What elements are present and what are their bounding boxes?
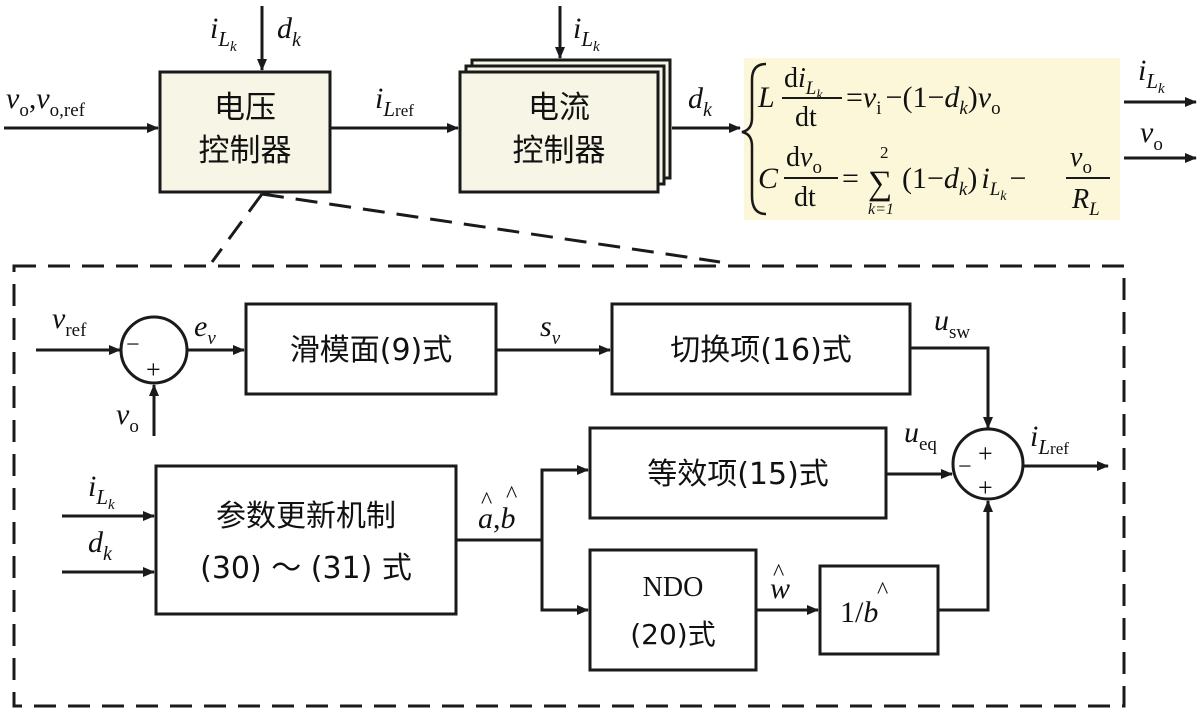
ev-label: ev xyxy=(194,310,216,349)
vref-label: vref xyxy=(52,302,87,341)
usw-label: usw xyxy=(934,304,970,343)
bhat-hat-mark: ^ xyxy=(506,482,517,508)
parameter-update-block xyxy=(154,464,458,616)
svg-text:C: C xyxy=(758,162,779,195)
param-dk-label: dk xyxy=(88,526,113,565)
current-ctrl-ilk-label: iLk xyxy=(573,12,600,55)
equivalent-term-label: 等效项(15)式 xyxy=(647,457,829,492)
ahat-hat-mark: ^ xyxy=(481,488,492,514)
output-summing-junction xyxy=(951,427,1025,501)
voltage-ctrl-dk-label: dk xyxy=(277,12,302,51)
svg-text:2: 2 xyxy=(880,143,889,162)
plant-equations-brace xyxy=(741,62,767,216)
sliding-surface-label: 滑模面(9)式 xyxy=(290,333,453,368)
parameter-update-line1: 参数更新机制 xyxy=(216,499,396,534)
svg-text:L: L xyxy=(757,81,775,114)
plant-equation-1: L diLk dt =vi−(1−dk)vo xyxy=(757,63,1001,133)
error-summing-junction xyxy=(119,315,189,385)
ndo-line1: NDO xyxy=(643,572,704,603)
voltage-controller-detail-frame xyxy=(12,264,1126,708)
voltage-ctrl-ilk-label: iLk xyxy=(210,12,237,55)
ndo-block xyxy=(588,548,758,672)
svg-text:dt: dt xyxy=(795,102,817,133)
param-ilk-label: iLk xyxy=(88,470,115,513)
svg-text:diLk: diLk xyxy=(784,63,823,103)
arrow-inverse-b-to-summer xyxy=(939,500,993,612)
summer1-minus-sign: − xyxy=(126,332,140,358)
what-label: w xyxy=(770,572,790,605)
arrow-branch-to-equivalent-term xyxy=(540,465,589,540)
svg-text:dvo: dvo xyxy=(786,142,822,178)
summer2-top-plus: + xyxy=(978,439,993,468)
svg-text:=vi−(1−dk)vo: =vi−(1−dk)vo xyxy=(846,81,1001,119)
svg-text:=: = xyxy=(842,162,859,195)
inverse-bhat-label: 1/b xyxy=(840,596,878,629)
inverse-bhat-block xyxy=(818,564,940,656)
svg-text:∑: ∑ xyxy=(868,165,892,202)
switching-term-label: 切换项(16)式 xyxy=(670,333,852,368)
ndo-line2: (20)式 xyxy=(630,618,715,651)
voltage-controller-line2: 控制器 xyxy=(199,133,292,169)
iLref-output-label: iLref xyxy=(1030,420,1069,459)
voltage-controller-line1: 电压 xyxy=(214,90,276,126)
zoom-line-right xyxy=(261,192,721,264)
parameter-update-line2: (30) ～ (31) 式 xyxy=(200,551,412,586)
svg-text:k=1: k=1 xyxy=(868,201,894,218)
svg-text:dt: dt xyxy=(794,182,816,213)
svg-text:vo: vo xyxy=(1070,142,1092,178)
arrow-branch-to-ndo xyxy=(540,540,589,615)
ueq-label: ueq xyxy=(904,416,937,455)
current-controller-line1: 电流 xyxy=(528,90,590,126)
output-vo-label: vo xyxy=(1140,116,1163,155)
plant-equation-2: C dvo dt = 2 ∑ k=1 (1−dk)iLk− vo RL xyxy=(758,142,1110,220)
equivalent-term-block xyxy=(588,426,888,520)
voltage-controller-block xyxy=(158,70,332,194)
sliding-surface-block xyxy=(244,302,498,396)
svg-text:RL: RL xyxy=(1071,184,1100,220)
current-controller-line2: 控制器 xyxy=(513,133,606,169)
switching-term-block xyxy=(610,302,912,396)
output-ilk-label: iLk xyxy=(1138,54,1165,97)
summer2-bottom-plus: + xyxy=(978,473,993,502)
plant-equations-background xyxy=(744,58,1120,220)
iLref-label-top: iLref xyxy=(375,82,414,121)
summer1-plus-sign: + xyxy=(146,355,161,384)
inverse-bhat-hat-mark: ^ xyxy=(877,578,888,604)
vo-feedback-label: vo xyxy=(116,398,139,437)
svg-text:(1−dk)iLk−: (1−dk)iLk− xyxy=(902,162,1026,204)
dk-to-plant-label: dk xyxy=(688,82,713,121)
what-hat-mark: ^ xyxy=(773,560,784,586)
sv-label: sv xyxy=(540,310,561,349)
input-vo-voref-label: vo,vo,ref xyxy=(6,82,86,121)
summer2-left-minus: − xyxy=(958,454,972,480)
arrow-usw-to-summer xyxy=(911,346,993,429)
ahat-bhat-label: a,b xyxy=(478,502,516,535)
current-controller-block xyxy=(458,70,660,194)
zoom-line-left xyxy=(210,193,264,263)
